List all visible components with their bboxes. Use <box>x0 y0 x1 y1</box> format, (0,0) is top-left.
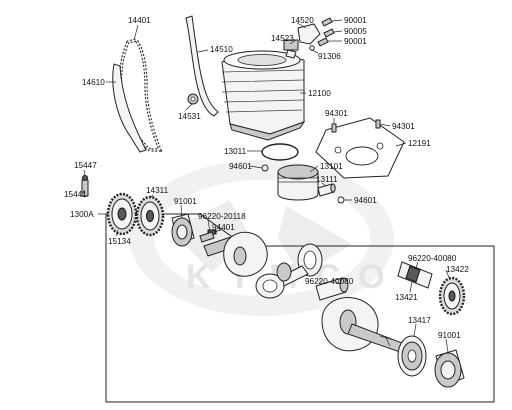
label-13417: 13417 <box>408 316 431 325</box>
label-94601-a: 94601 <box>229 162 252 171</box>
leader-lines <box>83 19 451 353</box>
crank-bearing-right <box>434 349 465 388</box>
label-90005: 90005 <box>344 27 367 36</box>
label-94301-a: 94301 <box>325 109 348 118</box>
label-14531: 14531 <box>178 112 201 121</box>
label-91306: 91306 <box>318 52 341 61</box>
cylinder-gasket <box>315 117 405 179</box>
oil-pump-pin <box>81 175 89 197</box>
cam-chain <box>118 38 163 152</box>
label-12100: 12100 <box>308 89 331 98</box>
label-96220-40080-a: 96220-40080 <box>408 254 457 263</box>
label-96220-40080-b: 96220-40080 <box>305 277 354 286</box>
label-90001-a: 90001 <box>344 16 367 25</box>
crank-pin-washer <box>276 262 292 282</box>
label-13101: 13101 <box>320 162 343 171</box>
label-14610: 14610 <box>82 78 105 87</box>
balancer-gear <box>438 276 466 316</box>
tensioner-guide <box>112 63 147 153</box>
balancer-shaft <box>397 261 433 289</box>
thrust-washer <box>397 335 427 377</box>
label-14311: 14311 <box>146 186 169 195</box>
label-91001-a: 91001 <box>174 197 197 206</box>
crankshaft-left-half <box>203 231 268 277</box>
dowel-pin <box>331 123 337 133</box>
label-94301-b: 94301 <box>392 122 415 131</box>
label-13421: 13421 <box>395 293 418 302</box>
label-15134: 15134 <box>108 237 131 246</box>
label-13422: 13422 <box>446 265 469 274</box>
cam-drive-sprocket <box>135 195 165 237</box>
chain-guide <box>185 15 219 117</box>
label-1300a: 1300A <box>70 210 94 219</box>
crank-bolt <box>199 231 215 243</box>
label-15447: 15447 <box>74 161 97 170</box>
piston-ring-set <box>261 143 299 161</box>
label-14520: 14520 <box>291 16 314 25</box>
label-90001-b: 90001 <box>344 37 367 46</box>
crank-bearing-left <box>171 213 195 247</box>
dowel-pin <box>375 119 381 129</box>
cylinder-block <box>221 50 306 141</box>
crankshaft-right-half <box>321 297 411 355</box>
tensioner-pivot <box>187 93 199 105</box>
piston <box>277 164 319 201</box>
chain-tensioner <box>283 23 321 59</box>
label-14523: 14523 <box>271 34 294 43</box>
tensioner-bolts <box>309 17 335 51</box>
label-13011: 13011 <box>224 147 247 156</box>
label-96220-20118: 96220-20118 <box>198 212 246 221</box>
label-12191: 12191 <box>408 139 431 148</box>
label-94601-b: 94601 <box>354 196 377 205</box>
assembly-frame-1300a <box>105 213 495 403</box>
label-14401: 14401 <box>128 16 151 25</box>
label-91001-b: 91001 <box>438 331 461 340</box>
crank-sprocket <box>106 192 138 236</box>
label-15441: 15441 <box>64 190 87 199</box>
label-14510: 14510 <box>210 45 233 54</box>
piston-pin <box>317 183 336 197</box>
label-13111: 13111 <box>316 175 338 184</box>
label-94401: 94401 <box>212 223 235 232</box>
